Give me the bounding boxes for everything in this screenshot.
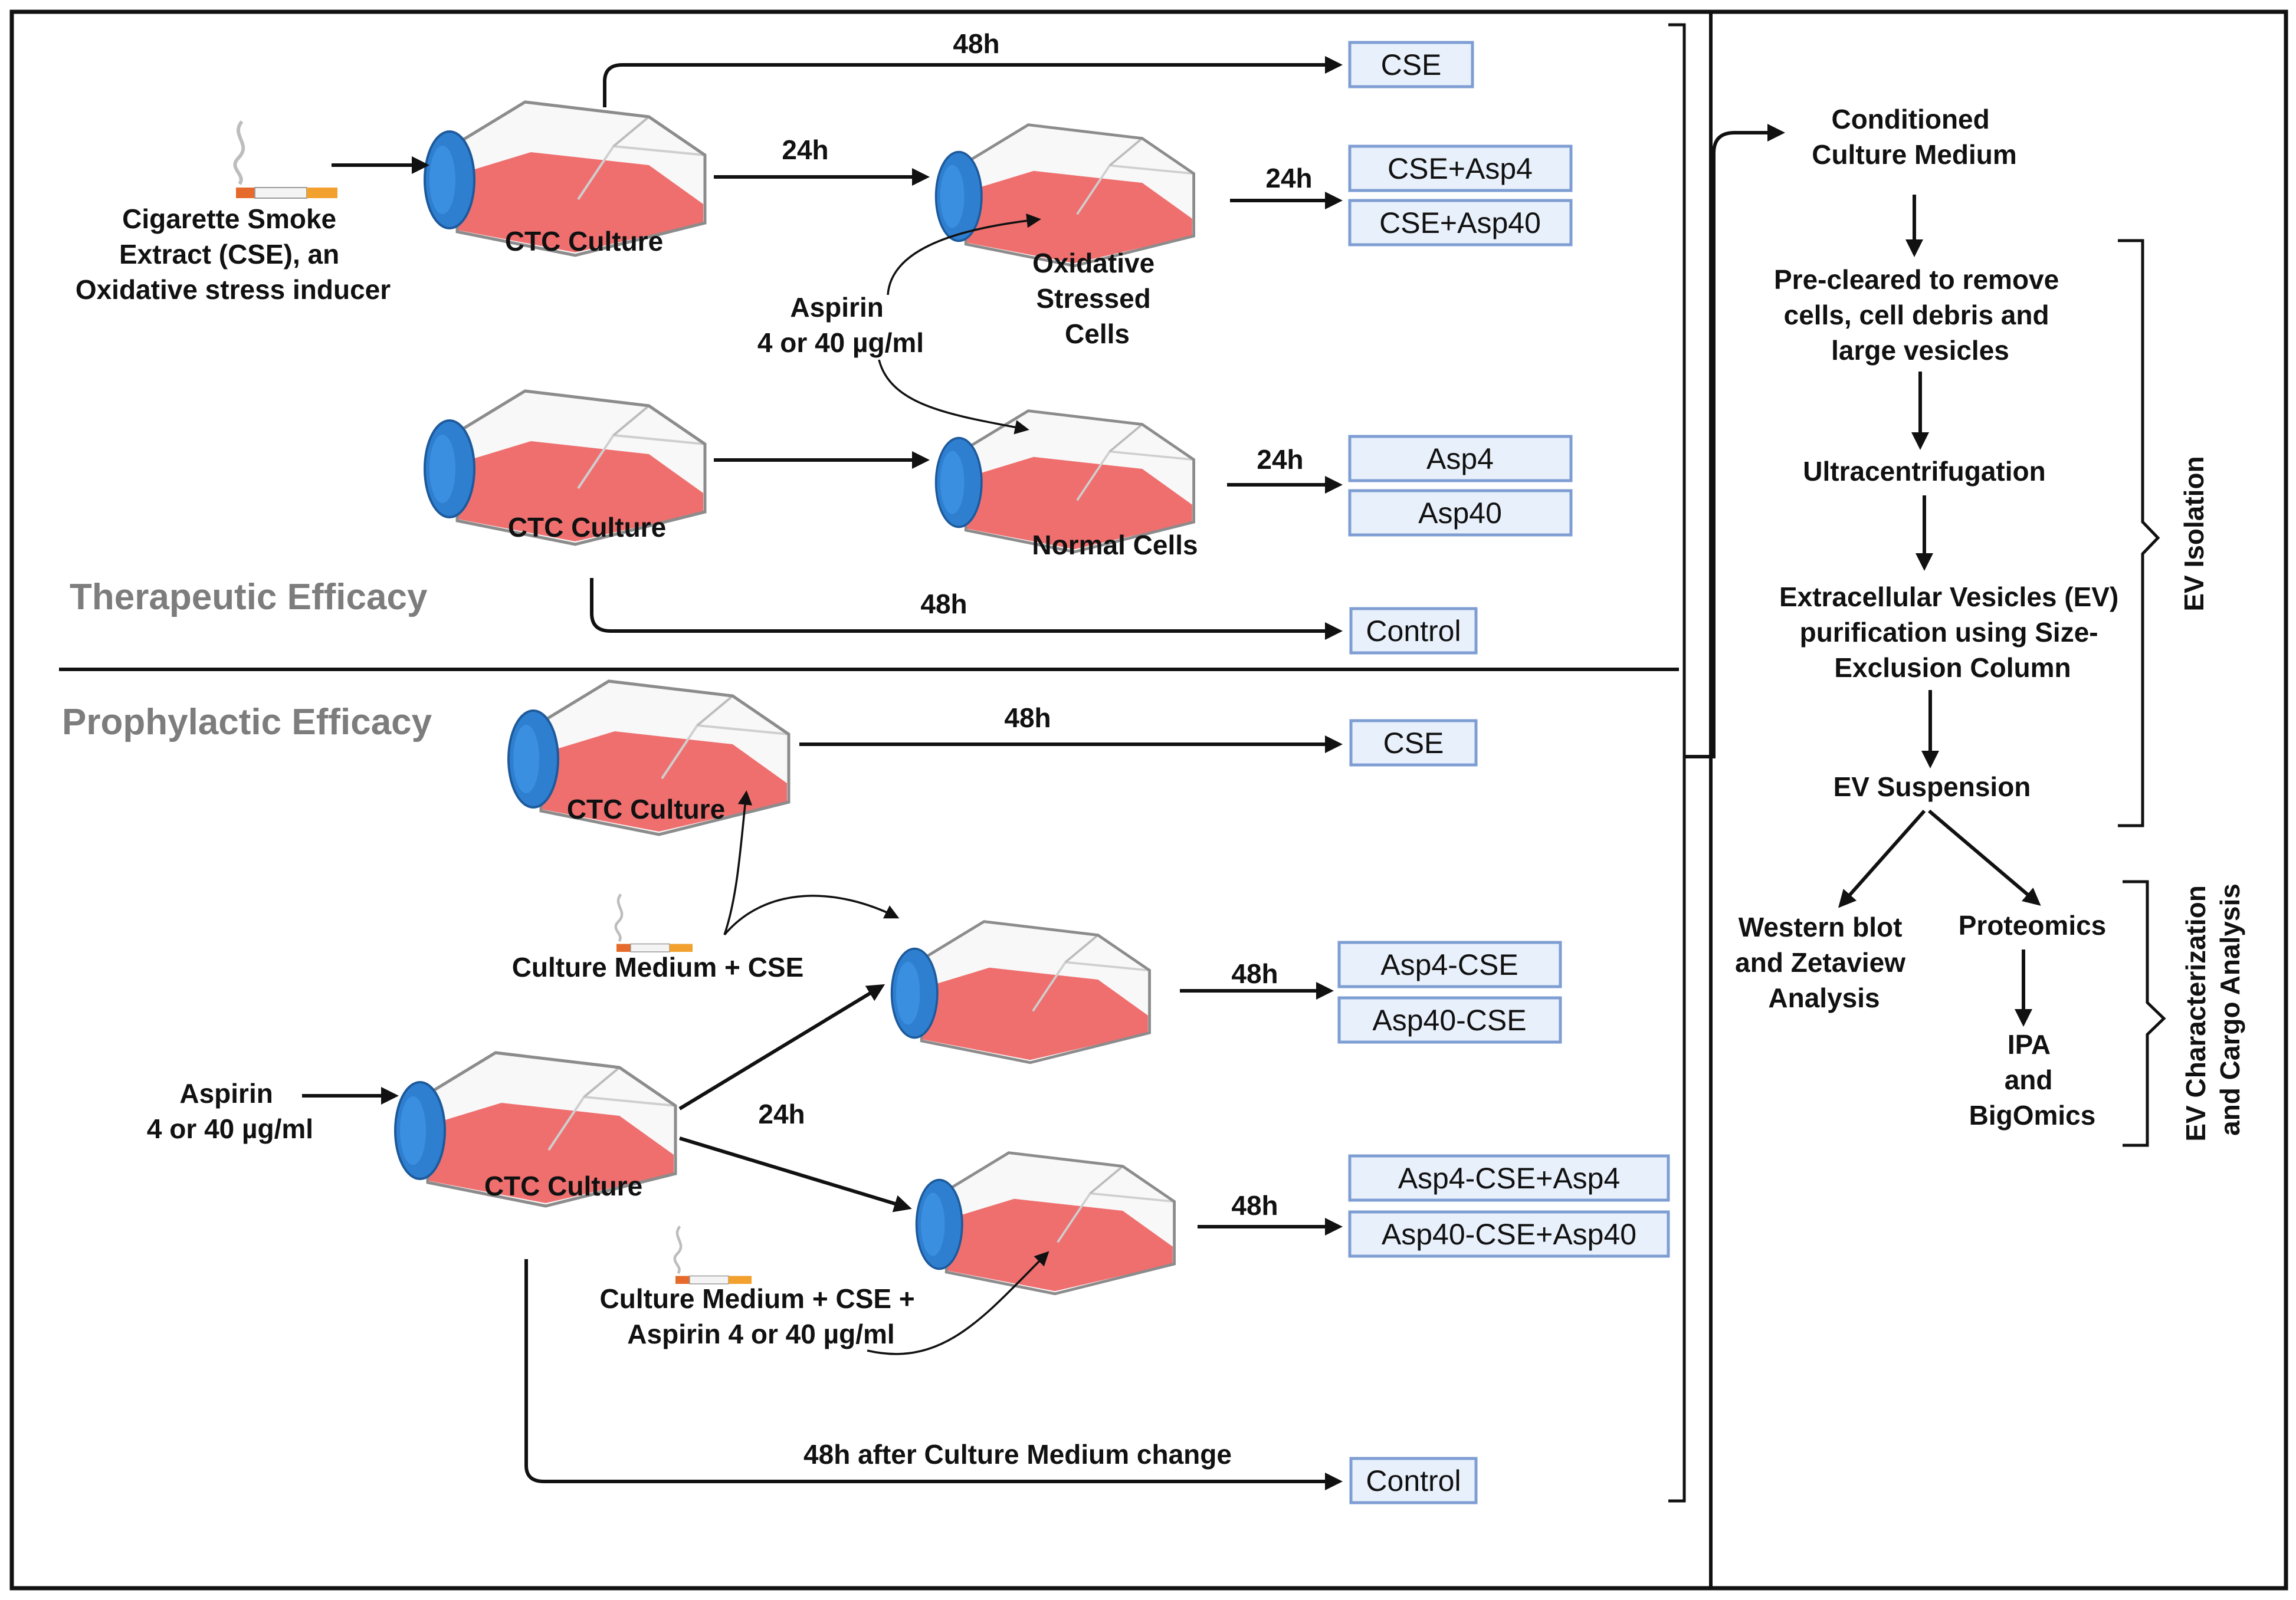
time-label: 48h <box>1231 958 1278 989</box>
ev-characterization-label: EV Characterization and Cargo Analysis <box>2180 878 2245 1141</box>
outcome-box-cse: CSE <box>1349 719 1478 767</box>
aspirin-arrow <box>878 359 1029 435</box>
arrow <box>1928 809 2041 906</box>
svg-text:CSE+Asp4: CSE+Asp4 <box>1388 152 1533 185</box>
time-label: 48h <box>920 589 967 619</box>
outcome-box-control: Control <box>1349 1457 1478 1504</box>
time-label: 48h <box>953 28 999 59</box>
time-label: 48h <box>1004 702 1051 733</box>
culture-medium-cse-label: Culture Medium + CSE <box>512 952 804 983</box>
svg-text:Asp40-CSE+Asp40: Asp40-CSE+Asp40 <box>1382 1218 1636 1251</box>
time-label: 24h <box>782 134 828 165</box>
arrow <box>590 578 1343 640</box>
outcome-box-asp40: Asp40 <box>1348 489 1573 537</box>
outcome-box-cse-asp40: CSE+Asp40 <box>1348 199 1573 247</box>
outcome-box-control: Control <box>1349 607 1478 655</box>
normal-cells-label: Normal Cells <box>1032 530 1198 560</box>
outcome-box-asp4-cse-asp4: Asp4-CSE+Asp4 <box>1348 1154 1670 1202</box>
arrow <box>603 56 1343 107</box>
svg-text:Asp4: Asp4 <box>1426 442 1494 475</box>
aspirin-arrow <box>887 213 1041 295</box>
svg-text:Control: Control <box>1366 1464 1461 1497</box>
time-label: 24h <box>758 1099 805 1129</box>
ctc-culture-label: CTC Culture <box>508 512 666 543</box>
oxidative-stressed-cells-label: Oxidative Stressed Cells <box>1032 248 1162 349</box>
ipa-bigomics-label: IPA and BigOmics <box>1969 1029 2096 1131</box>
svg-text:CSE: CSE <box>1383 727 1444 760</box>
time-label: 48h <box>1231 1190 1278 1221</box>
conditioned-medium-label: Conditioned Culture Medium <box>1812 104 2017 170</box>
cse-source-label: Cigarette Smoke Extract (CSE), an Oxidat… <box>76 203 391 305</box>
cigarette-icon <box>235 121 337 198</box>
culture-medium-cse-aspirin-label: Culture Medium + CSE + Aspirin 4 or 40 µ… <box>600 1283 923 1349</box>
ev-isolation-label: EV Isolation <box>2179 456 2209 611</box>
outcome-box-asp40-cse-asp40: Asp40-CSE+Asp40 <box>1348 1210 1670 1258</box>
time-label: 24h <box>1265 163 1312 193</box>
proteomics-label: Proteomics <box>1959 910 2107 941</box>
time-label: 24h <box>1257 444 1303 475</box>
arrow <box>679 1136 912 1213</box>
cell-culture-flask-icon <box>892 922 1150 1063</box>
figure-frame <box>9 9 2288 1591</box>
svg-text:Asp4-CSE+Asp4: Asp4-CSE+Asp4 <box>1398 1162 1621 1195</box>
svg-text:CSE: CSE <box>1381 48 1442 81</box>
cell-culture-flask-icon <box>936 125 1194 266</box>
arrow <box>524 1259 1343 1490</box>
cse-arrow <box>723 790 753 935</box>
svg-text:Asp4-CSE: Asp4-CSE <box>1380 948 1518 981</box>
ctc-culture-label: CTC Culture <box>567 794 725 824</box>
samples-bracket <box>1668 23 1686 1503</box>
outcome-box-asp40-cse: Asp40-CSE <box>1337 996 1562 1044</box>
svg-text:Asp40: Asp40 <box>1418 497 1502 530</box>
time-label: 48h after Culture Medium change <box>803 1439 1232 1470</box>
therapeutic-efficacy-title: Therapeutic Efficacy <box>70 577 428 617</box>
cse-arrow <box>723 895 900 936</box>
precleared-label: Pre-cleared to remove cells, cell debris… <box>1774 264 2067 366</box>
arrow <box>678 984 885 1111</box>
cigarette-icon <box>616 895 693 952</box>
ultracentrifugation-label: Ultracentrifugation <box>1803 456 2045 487</box>
ctc-culture-label: CTC Culture <box>484 1171 642 1201</box>
ctc-culture-label: CTC Culture <box>505 226 663 257</box>
svg-text:Asp40-CSE: Asp40-CSE <box>1372 1004 1526 1037</box>
prophylactic-efficacy-title: Prophylactic Efficacy <box>62 702 432 742</box>
outcome-box-cse: CSE <box>1348 41 1474 88</box>
outcome-box-asp4-cse: Asp4-CSE <box>1337 941 1562 988</box>
ev-isolation-bracket <box>2118 239 2160 827</box>
ev-characterization-bracket <box>2123 880 2166 1147</box>
outcome-box-asp4: Asp4 <box>1348 435 1573 482</box>
arrow <box>1684 124 1785 758</box>
cigarette-icon <box>675 1227 752 1284</box>
cell-culture-flask-icon <box>917 1153 1175 1294</box>
aspirin-dose-label: Aspirin 4 or 40 µg/ml <box>757 292 924 358</box>
svg-text:Control: Control <box>1366 615 1461 648</box>
cse-aspirin-arrow <box>867 1251 1049 1355</box>
ev-suspension-label: EV Suspension <box>1833 771 2031 802</box>
outcome-box-cse-asp4: CSE+Asp4 <box>1348 144 1573 192</box>
ev-purification-label: Extracellular Vesicles (EV) purification… <box>1779 581 2126 683</box>
western-blot-label: Western blot and Zetaview Analysis <box>1735 912 1913 1013</box>
aspirin-dose-label: Aspirin 4 or 40 µg/ml <box>147 1078 313 1144</box>
arrow <box>1838 810 1926 908</box>
svg-text:CSE+Asp40: CSE+Asp40 <box>1379 206 1541 239</box>
